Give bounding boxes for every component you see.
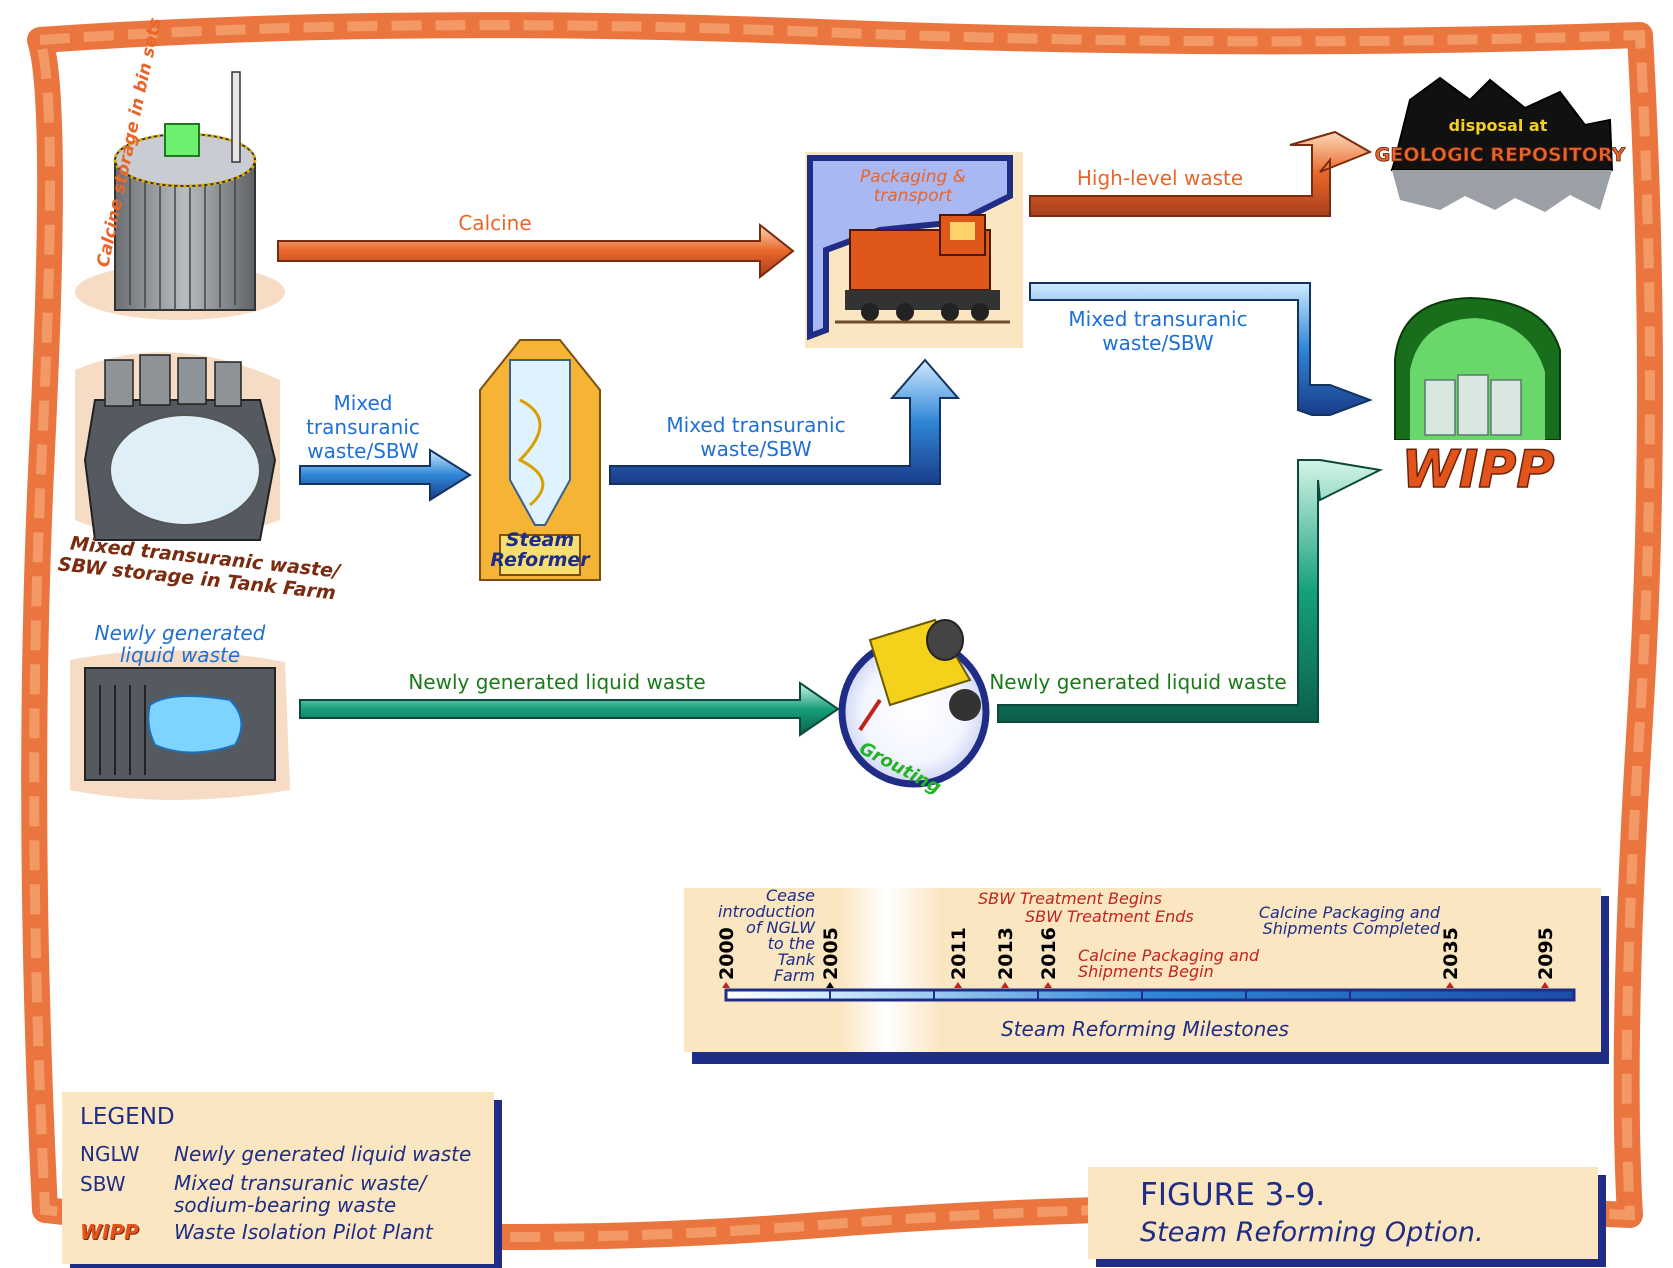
legend-abbr-wipp: WIPP bbox=[80, 1220, 139, 1244]
nglw-out-flow-label: Newly generated liquid waste bbox=[989, 670, 1286, 694]
calcine-flow-label: Calcine bbox=[458, 211, 531, 235]
legend-abbr-nglw: NGLW bbox=[80, 1142, 140, 1166]
figure-caption-box: FIGURE 3-9. Steam Reforming Option. bbox=[1088, 1167, 1598, 1259]
timeline-year-2013: 2013 bbox=[995, 927, 1017, 980]
timeline-year-2011: 2011 bbox=[948, 927, 970, 980]
legend-def-nglw: Newly generated liquid waste bbox=[174, 1142, 472, 1166]
timeline-year-2000: 2000 bbox=[716, 927, 738, 980]
timeline-marker-2016 bbox=[1044, 982, 1052, 988]
legend-def-wipp: Waste Isolation Pilot Plant bbox=[174, 1220, 433, 1244]
timeline-marker-2013 bbox=[1001, 982, 1009, 988]
timeline-year-2035: 2035 bbox=[1440, 927, 1462, 980]
calcine-storage-illustration bbox=[75, 71, 285, 320]
timeline-year-2005: 2005 bbox=[820, 927, 842, 980]
timeline-marker-2005 bbox=[826, 982, 834, 988]
timeline-year-2016: 2016 bbox=[1038, 927, 1060, 980]
packaging-illustration bbox=[805, 152, 1023, 348]
mixed-transuranic-in-arrow bbox=[299, 448, 472, 502]
frame-border bbox=[21, 12, 1663, 1250]
wipp-illustration bbox=[1393, 296, 1563, 492]
tank-farm-label: Mixed transuranic waste/ SBW storage in … bbox=[57, 531, 348, 605]
hlw-flow-label: High-level waste bbox=[1077, 166, 1243, 190]
legend-box: LEGEND NGLW Newly generated liquid waste… bbox=[62, 1092, 494, 1264]
wipp-label: WIPP bbox=[1402, 440, 1555, 500]
grouting-illustration bbox=[838, 618, 990, 788]
repository-top-label: disposal at bbox=[1449, 116, 1548, 135]
high-level-waste-arrow bbox=[1029, 130, 1373, 217]
nglw-out-arrow bbox=[997, 459, 1384, 723]
timeline-panel bbox=[684, 888, 1609, 1064]
timeline-marker-2095 bbox=[1541, 982, 1549, 988]
mixed-transuranic-wipp-arrow bbox=[1029, 282, 1373, 416]
legend-abbr-sbw: SBW bbox=[80, 1172, 126, 1196]
timeline-event-2: SBW Treatment Begins bbox=[978, 889, 1162, 908]
nglw-tank-illustration bbox=[70, 650, 290, 800]
timeline-year-2095: 2095 bbox=[1535, 927, 1557, 980]
timeline-title: Steam Reforming Milestones bbox=[1001, 1017, 1289, 1041]
timeline-event-3: SBW Treatment Ends bbox=[1025, 907, 1194, 926]
timeline-marker-2011 bbox=[954, 982, 962, 988]
legend-title: LEGEND bbox=[80, 1104, 175, 1130]
timeline-marker-2035 bbox=[1446, 982, 1454, 988]
nglw-in-arrow bbox=[299, 681, 840, 737]
timeline-marker-2000 bbox=[722, 982, 730, 988]
figure-number: FIGURE 3-9. bbox=[1140, 1177, 1326, 1213]
legend-def-sbw: Mixed transuranic waste/ sodium-bearing … bbox=[174, 1171, 427, 1217]
nglw-in-flow-label: Newly generated liquid waste bbox=[408, 670, 705, 694]
steam-reformer-illustration bbox=[479, 339, 601, 581]
tank-farm-illustration bbox=[75, 352, 280, 541]
repository-illustration bbox=[1390, 76, 1614, 212]
packaging-label: Packaging &transport bbox=[860, 167, 966, 206]
mixed-transuranic-out-arrow bbox=[609, 358, 961, 485]
calcine-arrow bbox=[277, 222, 795, 280]
figure-title: Steam Reforming Option. bbox=[1140, 1217, 1484, 1248]
repository-name-label: GEOLOGIC REPOSITORY bbox=[1375, 144, 1626, 166]
